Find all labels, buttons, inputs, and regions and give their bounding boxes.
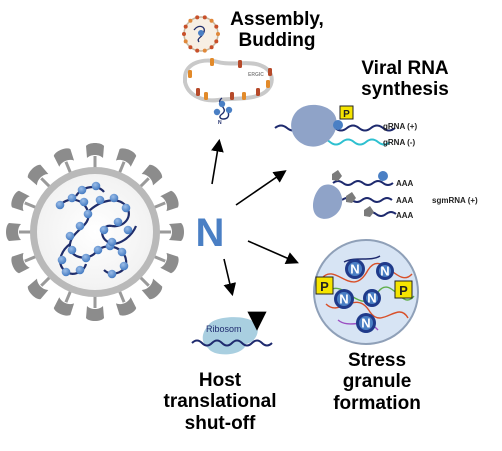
assembly-n-tag: N [218,120,222,126]
polya-2: AAA [396,196,414,205]
n-protein-bead [91,181,101,191]
label-shutoff-line3: shut-off [184,412,256,434]
label-assembly-line1: Assembly, [230,9,324,30]
n-protein-bead [57,255,67,265]
n-protein-bead [93,245,103,255]
ribosome [202,317,258,355]
granule-n-letter: N [339,292,348,307]
n-protein-beads [55,181,133,279]
n-protein-bead [77,185,87,195]
virus-interior [37,174,153,290]
n-protein-bead [81,253,91,263]
label-stress-line3: formation [333,392,421,414]
n-protein-bead [67,193,77,203]
label-shutoff: Host translational shut-off [150,370,290,434]
shutoff-panel: Ribosom [191,311,273,355]
n-protein-bead [75,221,85,231]
granule-phospho-left [315,276,334,295]
n-protein-bead [107,269,117,279]
label-viral-rna-line1: Viral RNA [361,58,449,79]
n-protein-bead [123,225,133,235]
n-protein-bead [95,195,105,205]
phospho-tag [339,105,354,120]
ribosome-label: Ribosom [206,324,242,334]
assembly-panel: ERGIC N [182,15,274,126]
granule-n-letter: N [380,264,389,279]
n-protein-bead [119,261,129,271]
label-shutoff-line1: Host [198,370,242,391]
granule-n-letter: N [350,262,359,277]
label-viral-rna: Viral RNA synthesis [345,58,465,101]
host-mrna [191,339,273,347]
n-protein-bead [107,237,117,247]
arrow-to-rna-synthesis [235,170,287,206]
rna-synthesis-n-protein [333,120,343,130]
arrows [211,138,299,297]
arrow-to-stress-granule [247,240,299,265]
granule-n-protein: N [376,262,394,280]
virion-bud-proteins [182,15,220,53]
virus-particle [6,143,184,321]
label-assembly-line2: Budding [238,30,316,52]
n-protein-bead [121,203,131,213]
sgmrna-cap-2 [346,192,356,203]
grna-minus-label: gRNA (-) [383,138,415,147]
n-protein-label: N [196,211,225,255]
n-protein-bead [109,193,119,203]
granule-n-protein: N [334,289,354,309]
granule-n-letter: N [361,316,370,331]
sgmrna-polymerase [313,184,343,219]
label-viral-rna-line2: synthesis [361,79,449,101]
arrow-to-shutoff [223,258,237,297]
granule-phospho-left-label: P [320,279,329,294]
n-protein-bead [83,209,93,219]
label-stress: Stress granule formation [322,350,432,414]
membrane-spike-proteins [188,58,272,100]
n-protein-bead [61,267,71,277]
n-protein-bead [99,225,109,235]
n-protein-bead [55,200,65,210]
n-protein-bead [65,231,75,241]
n-protein-bead [117,247,127,257]
phospho-label: P [343,109,350,120]
granule-phospho-right-label: P [399,283,408,298]
rtc-polymerase [291,104,337,147]
polya-1: AAA [396,179,414,188]
polya-3: AAA [396,211,414,220]
sgmrna-cap-3 [364,206,374,217]
label-shutoff-line2: translational [163,391,277,413]
sgmrna-cap-1 [332,170,342,181]
label-stress-line1: Stress [347,350,407,371]
arrow-to-assembly [211,138,224,185]
label-assembly: Assembly, Budding [222,9,332,52]
label-stress-line2: granule [342,371,412,393]
n-protein-bead [113,217,123,227]
grna-minus-strand [317,138,391,146]
granule-n-protein: N [356,313,376,333]
sgmrna-1 [332,180,394,186]
grna-plus-label: gRNA (+) [383,122,417,131]
granule-n-protein: N [345,259,365,279]
granule-phospho-right [394,280,413,299]
granule-n-letter: N [367,291,376,306]
n-protein-bead [79,197,89,207]
sgmrna-n-protein [378,171,388,181]
ergic-membrane [183,58,274,103]
n-protein-bead [75,265,85,275]
n-protein-bead [67,245,77,255]
spike-protein [6,223,35,241]
sgmrna-label: sgmRNA (+) [432,196,478,205]
ergic-label: ERGIC [248,72,264,78]
spike-protein [155,223,184,241]
granule-n-protein: N [363,289,381,307]
rna-synthesis-panel: P gRNA (+) gRNA (-) AAA AAA AAA sgmRNA (… [274,104,478,220]
